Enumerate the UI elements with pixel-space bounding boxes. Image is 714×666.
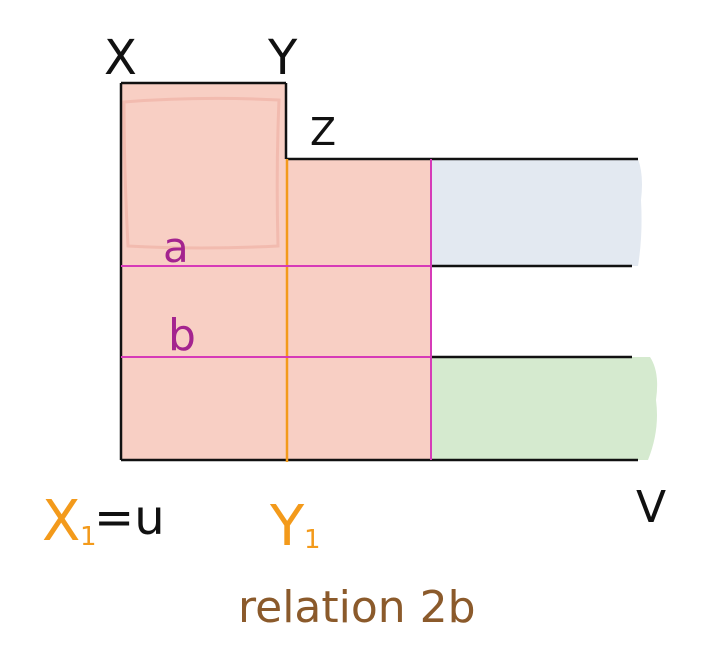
label-x: X bbox=[104, 30, 137, 86]
black-outline bbox=[119, 81, 638, 462]
label-z: Z bbox=[310, 110, 336, 154]
label-y1-subscript: 1 bbox=[304, 525, 321, 555]
label-v: V bbox=[636, 482, 666, 533]
inner-outline bbox=[122, 96, 281, 250]
label-a: a bbox=[163, 223, 189, 272]
salmon-region bbox=[121, 83, 431, 460]
label-b: b bbox=[168, 310, 196, 361]
label-x1-equals-u: =u bbox=[94, 490, 165, 546]
blue-band bbox=[431, 159, 642, 266]
label-y1: Y bbox=[269, 494, 305, 559]
label-x1-subscript: 1 bbox=[80, 522, 97, 552]
label-y: Y bbox=[267, 30, 298, 86]
magenta-lines bbox=[121, 159, 432, 460]
green-band bbox=[431, 357, 658, 460]
caption: relation 2b bbox=[238, 582, 476, 633]
label-x1: X bbox=[42, 489, 80, 554]
